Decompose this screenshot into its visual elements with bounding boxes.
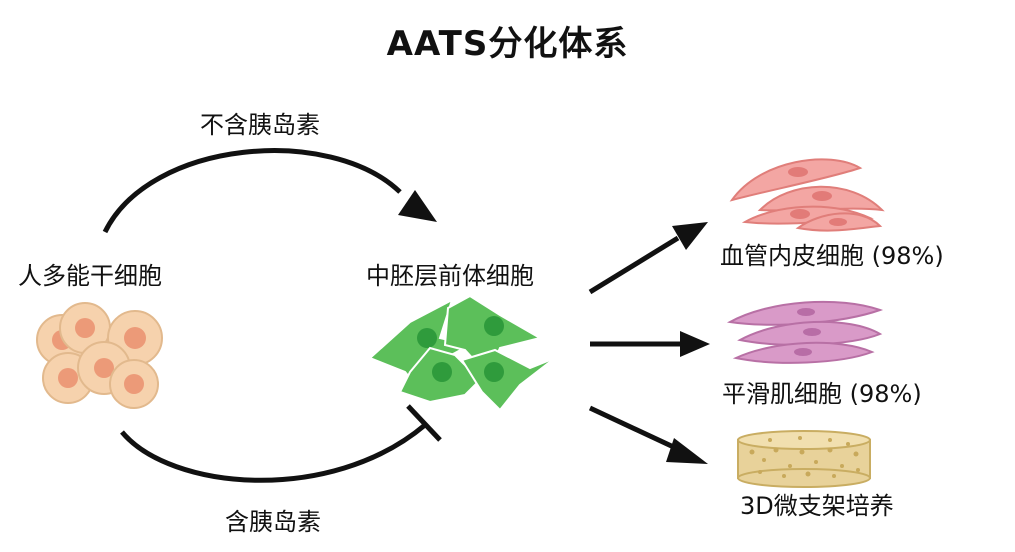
smooth-muscle-cells [726, 300, 884, 364]
arrow-to-scaffold [588, 405, 682, 453]
mesoderm-cell [460, 348, 556, 412]
label-with-insulin: 含胰岛素 [225, 508, 321, 536]
endothelial-cell [795, 212, 883, 232]
endothelial-cells [729, 158, 885, 232]
label-stem-cells: 人多能干细胞 [18, 262, 162, 290]
arrow-to-scaffold-head [666, 438, 708, 464]
stem-cell [109, 359, 159, 409]
arrow-to-smooth-muscle-head [680, 331, 710, 357]
mesoderm-cell-cluster [368, 294, 556, 412]
mesoderm-cell [398, 346, 482, 404]
label-smooth-muscle: 平滑肌细胞 (98%) [722, 380, 922, 408]
diagram-title: AATS分化体系 [386, 24, 629, 64]
label-mesoderm-progenitor: 中胚层前体细胞 [366, 262, 534, 290]
arrow-without-insulin-head [398, 190, 437, 222]
inhibition-bar [406, 404, 442, 442]
scaffold-pores [749, 436, 860, 478]
label-endothelial: 血管内皮细胞 (98%) [720, 242, 944, 270]
label-scaffold: 3D微支架培养 [740, 492, 894, 520]
arrow-to-endothelial-head [672, 222, 708, 250]
smooth-muscle-cell [726, 300, 884, 326]
inhibition-with-insulin [120, 423, 427, 483]
endothelial-cell [729, 158, 863, 202]
smooth-muscle-cell [732, 341, 875, 364]
arrow-to-endothelial [588, 235, 680, 295]
label-without-insulin: 不含胰岛素 [200, 111, 320, 139]
scaffold-cylinder [737, 430, 871, 488]
mesoderm-cell [443, 294, 543, 377]
arrow-without-insulin [102, 148, 402, 234]
stem-cell-cluster [36, 302, 163, 409]
